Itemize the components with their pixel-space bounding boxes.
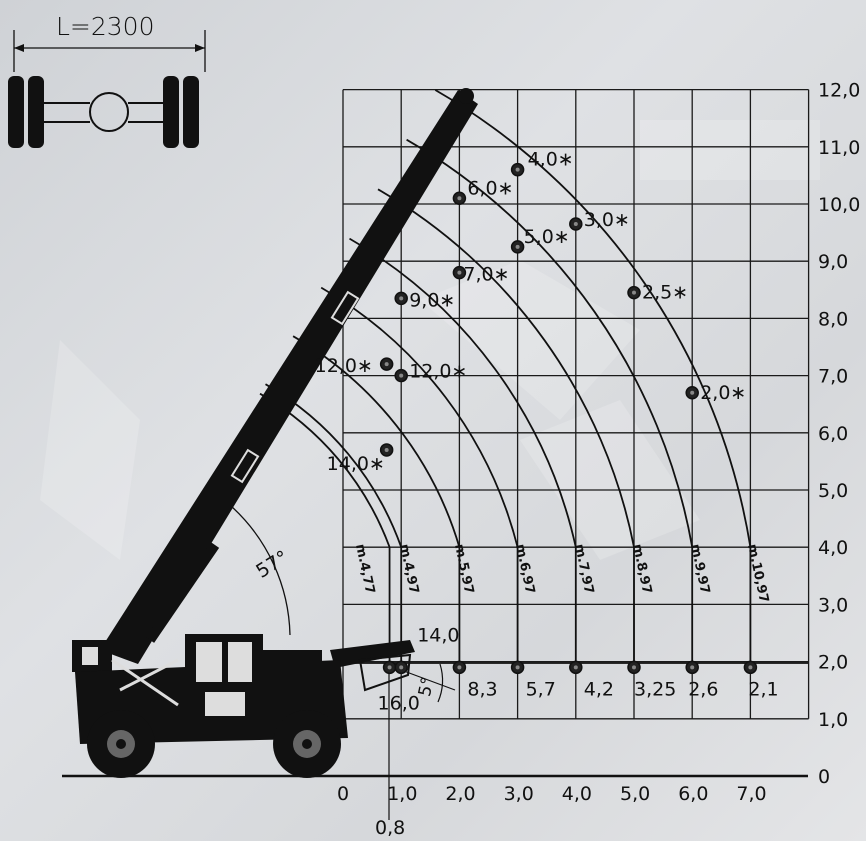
load-point-label: 7,0∗ — [463, 264, 509, 286]
reach-arc — [434, 89, 752, 548]
y-tick-label: 0 — [818, 766, 830, 788]
y-tick-label: 8,0 — [818, 308, 848, 330]
reach-arc — [406, 138, 694, 548]
x-tick-label: 3,0 — [504, 783, 534, 805]
y-tick-label: 6,0 — [818, 423, 848, 445]
y-tick-label: 1,0 — [818, 709, 848, 731]
load-point-label: 5,7 — [526, 678, 556, 700]
boom-length-label: m.5,97 — [451, 543, 476, 596]
load-point-center — [573, 222, 578, 227]
reach-arc — [349, 237, 577, 548]
load-point-label: 2,1 — [748, 678, 778, 700]
load-point-label: 3,25 — [634, 678, 676, 700]
load-point-label: 9,0∗ — [409, 289, 455, 311]
load-point-center — [690, 665, 695, 670]
load-point-label: 14,0∗ — [327, 453, 385, 475]
tilt-label: 5° — [415, 675, 439, 698]
load-point-center — [387, 665, 392, 670]
x-tick-label: 0 — [337, 783, 349, 805]
boom-length-label: m.8,97 — [629, 543, 654, 596]
load-point-center — [457, 270, 462, 275]
x-extra-tick-label: 0,8 — [375, 817, 405, 839]
load-point-label: 4,0∗ — [528, 149, 574, 171]
y-tick-label: 10,0 — [818, 194, 860, 216]
load-point-label: 2,0∗ — [700, 382, 746, 404]
load-point-center — [399, 296, 404, 301]
load-point-center — [384, 447, 389, 452]
boom-length-label: m.9,97 — [687, 543, 712, 596]
x-tick-label: 2,0 — [445, 783, 475, 805]
x-tick-label: 6,0 — [678, 783, 708, 805]
load-point-center — [399, 373, 404, 378]
load-point-center — [384, 362, 389, 367]
y-tick-label: 11,0 — [818, 137, 860, 159]
load-point-center — [399, 665, 404, 670]
load-point-center — [748, 665, 753, 670]
load-point-label: 14,0 — [417, 624, 459, 646]
boom-length-label: m.6,97 — [512, 543, 537, 596]
boom-length-label: m.4,77 — [352, 543, 377, 596]
wheelbase-icon — [8, 30, 206, 148]
load-point-label: 4,2 — [584, 678, 614, 700]
y-tick-label: 9,0 — [818, 251, 848, 273]
reach-arc — [377, 188, 635, 548]
load-point-label: 12,0∗ — [409, 361, 467, 383]
load-point-label: 12,0∗ — [315, 355, 373, 377]
angle-label-57: 57° — [252, 546, 292, 583]
y-tick-label: 4,0 — [818, 537, 848, 559]
load-point-label: 5,0∗ — [524, 226, 570, 248]
boom-length-label: m.7,97 — [571, 543, 596, 596]
y-tick-label: 7,0 — [818, 366, 848, 388]
load-point-center — [515, 665, 520, 670]
load-point-label: 2,6 — [688, 678, 718, 700]
x-tick-label: 4,0 — [562, 783, 592, 805]
load-point-label: 6,0∗ — [467, 177, 513, 199]
angle-arc-57 — [230, 505, 291, 636]
load-point-center — [515, 244, 520, 249]
load-point-center — [690, 390, 695, 395]
x-tick-label: 5,0 — [620, 783, 650, 805]
wheelbase-label: L=2300 — [56, 12, 155, 41]
load-point-center — [632, 665, 636, 670]
y-tick-label: 12,0 — [818, 80, 860, 102]
y-tick-label: 3,0 — [818, 594, 848, 616]
load-point-label: 2,5∗ — [642, 282, 688, 304]
y-tick-label: 5,0 — [818, 480, 848, 502]
load-point-label: 3,0∗ — [584, 209, 630, 231]
telescopic-boom — [100, 88, 478, 664]
x-tick-label: 7,0 — [736, 783, 766, 805]
x-axis-tick-labels: 0 1,0 2,0 3,0 4,0 5,0 6,0 7,0 — [337, 783, 767, 805]
background-decoration — [40, 120, 820, 560]
x-tick-label: 1,0 — [387, 783, 417, 805]
boom-length-label: m.4,97 — [396, 543, 421, 596]
crane-vehicle — [72, 634, 348, 778]
load-point-center — [632, 290, 636, 295]
load-points: 16,0 14,0 8,3 5,7 4,2 3,25 2,6 2,1 14,0∗ 12,0∗ 12,… — [315, 149, 779, 715]
load-point-center — [515, 167, 520, 172]
boom-jib — [330, 640, 415, 692]
boom-length-labels: m.4,77 m.4,97 m.5,97 m.6,97 m.7,97 m.8,97 m.9,… — [352, 543, 771, 604]
y-axis-tick-labels: 0 1,0 2,0 3,0 4,0 5,0 6,0 7,0 8,0 9,0 10,0 11,0 12,0 — [818, 80, 860, 788]
arc-drop-lines — [388, 547, 752, 668]
tilt-arc — [437, 663, 444, 703]
y-tick-label: 2,0 — [818, 652, 848, 674]
boom-length-label: m.10,97 — [744, 543, 771, 604]
load-point-label: 16,0 — [378, 692, 420, 714]
load-point-center — [457, 665, 462, 670]
load-point-center — [457, 196, 462, 201]
load-point-label: 8,3 — [467, 678, 497, 700]
reach-arc — [320, 286, 519, 548]
load-point-center — [573, 665, 578, 670]
